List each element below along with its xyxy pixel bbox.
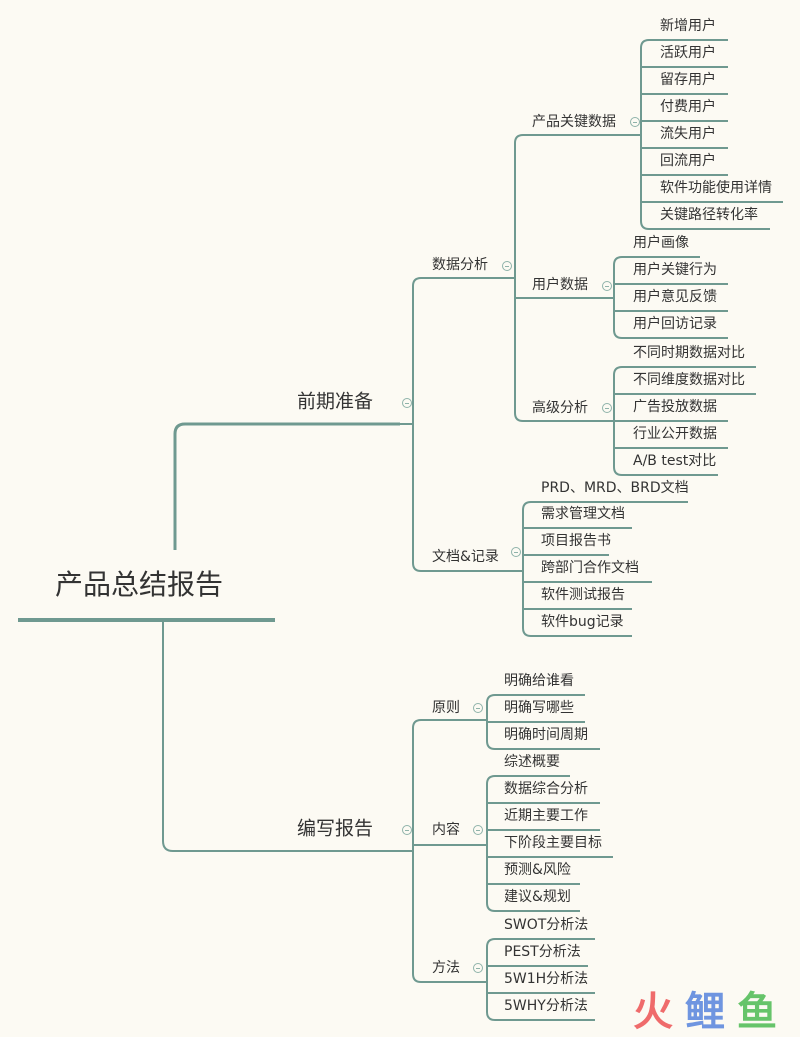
- leaf-node[interactable]: 明确给谁看: [504, 673, 574, 689]
- collapse-icon[interactable]: [473, 825, 483, 835]
- connector: [613, 256, 623, 339]
- collapse-icon[interactable]: [473, 963, 483, 973]
- connector: [486, 775, 496, 912]
- connector: [522, 501, 532, 637]
- leaf-node[interactable]: 用户关键行为: [633, 262, 717, 278]
- root-node[interactable]: 产品总结报告: [55, 568, 224, 601]
- topic-node[interactable]: 方法: [432, 960, 460, 976]
- topic-node[interactable]: 文档&记录: [432, 549, 499, 565]
- leaf-node[interactable]: 项目报告书: [541, 533, 611, 549]
- subtopic-node[interactable]: 用户数据: [532, 277, 588, 293]
- leaf-node[interactable]: 近期主要工作: [504, 808, 588, 824]
- leaf-node[interactable]: 留存用户: [660, 72, 716, 88]
- leaf-node[interactable]: 行业公开数据: [633, 426, 717, 442]
- leaf-node[interactable]: 软件功能使用详情: [660, 180, 772, 196]
- leaf-node[interactable]: 活跃用户: [660, 45, 716, 61]
- leaf-node[interactable]: 需求管理文档: [541, 506, 625, 522]
- leaf-node[interactable]: 跨部门合作文档: [541, 560, 639, 576]
- connector: [640, 39, 650, 230]
- watermark-logo: 鲤: [685, 989, 725, 1035]
- collapse-icon[interactable]: [602, 403, 612, 413]
- leaf-node[interactable]: 建议&规划: [504, 889, 571, 905]
- leaf-node[interactable]: 明确时间周期: [504, 727, 588, 743]
- collapse-icon[interactable]: [502, 261, 512, 271]
- leaf-node[interactable]: 流失用户: [660, 126, 716, 142]
- leaf-node[interactable]: A/B test对比: [633, 453, 717, 469]
- leaf-node[interactable]: PEST分析法: [504, 944, 581, 960]
- branch-node[interactable]: 编写报告: [297, 817, 374, 840]
- topic-node[interactable]: 数据分析: [432, 257, 488, 273]
- leaf-node[interactable]: SWOT分析法: [504, 917, 589, 933]
- leaf-node[interactable]: 新增用户: [660, 18, 716, 34]
- connector: [162, 620, 280, 852]
- leaf-node[interactable]: 下阶段主要目标: [504, 835, 602, 851]
- collapse-icon[interactable]: [630, 117, 640, 127]
- leaf-node[interactable]: 不同维度数据对比: [633, 372, 745, 388]
- leaf-node[interactable]: PRD、MRD、BRD文档: [541, 480, 689, 496]
- leaf-node[interactable]: 软件测试报告: [541, 587, 625, 603]
- topic-node[interactable]: 原则: [432, 700, 460, 716]
- leaf-node[interactable]: 5W1H分析法: [504, 971, 589, 987]
- leaf-node[interactable]: 预测&风险: [504, 862, 571, 878]
- connector: [173, 422, 280, 550]
- subtopic-node[interactable]: 产品关键数据: [532, 114, 616, 130]
- leaf-node[interactable]: 付费用户: [660, 99, 716, 115]
- connector: [412, 277, 422, 572]
- subtopic-node[interactable]: 高级分析: [532, 400, 588, 416]
- leaf-node[interactable]: 综述概要: [504, 754, 560, 770]
- connector: [412, 719, 422, 983]
- connector: [486, 938, 496, 1021]
- leaf-node[interactable]: 不同时期数据对比: [633, 345, 745, 361]
- topic-node[interactable]: 内容: [432, 822, 460, 838]
- leaf-node[interactable]: 广告投放数据: [633, 399, 717, 415]
- collapse-icon[interactable]: [602, 281, 612, 291]
- watermark-logo: 火: [633, 989, 673, 1035]
- watermark-logo: 鱼: [737, 989, 777, 1035]
- collapse-icon[interactable]: [473, 703, 483, 713]
- leaf-node[interactable]: 数据综合分析: [504, 781, 588, 797]
- connector: [514, 134, 524, 422]
- leaf-node[interactable]: 关键路径转化率: [660, 207, 758, 223]
- leaf-node[interactable]: 用户意见反馈: [633, 289, 717, 305]
- branch-node[interactable]: 前期准备: [297, 390, 374, 413]
- leaf-node[interactable]: 5WHY分析法: [504, 998, 588, 1014]
- leaf-node[interactable]: 用户画像: [633, 235, 689, 251]
- leaf-node[interactable]: 用户回访记录: [633, 316, 717, 332]
- leaf-node[interactable]: 明确写哪些: [504, 700, 574, 716]
- collapse-icon[interactable]: [511, 547, 521, 557]
- leaf-node[interactable]: 回流用户: [660, 153, 716, 169]
- collapse-icon[interactable]: [402, 825, 412, 835]
- collapse-icon[interactable]: [402, 398, 412, 408]
- leaf-node[interactable]: 软件bug记录: [541, 614, 624, 630]
